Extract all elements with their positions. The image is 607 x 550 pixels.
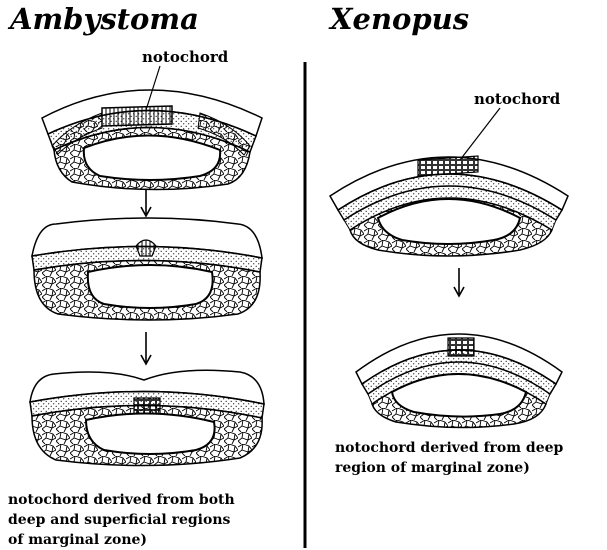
xenopus-arrow: [454, 268, 464, 296]
ambystoma-arrow-2: [141, 332, 151, 364]
xenopus-heading: Xenopus: [330, 2, 469, 36]
ambystoma-notochord-label: notochord: [142, 48, 228, 66]
ambystoma-embryo-stage-2: [32, 218, 262, 320]
ambystoma-caption-line-1: notochord derived from both: [8, 490, 235, 510]
ambystoma-caption-line-3: of marginal zone): [8, 530, 235, 550]
ambystoma-embryo-stage-3: [30, 370, 264, 465]
ambystoma-heading: Ambystoma: [10, 2, 199, 36]
xenopus-caption-line-1: notochord derived from deep: [335, 438, 563, 458]
ambystoma-arrow-1: [141, 190, 151, 216]
xenopus-embryo-stage-1: [330, 108, 568, 256]
xenopus-embryo-stage-2: [356, 334, 562, 428]
ambystoma-caption-line-2: deep and superficial regions: [8, 510, 235, 530]
xenopus-notochord-pointer: [460, 108, 500, 160]
ambystoma-embryo-stage-1: [42, 66, 262, 190]
xenopus-caption-line-2: region of marginal zone): [335, 458, 563, 478]
ambystoma-caption: notochord derived from both deep and sup…: [8, 490, 235, 550]
xenopus-caption: notochord derived from deep region of ma…: [335, 438, 563, 478]
xenopus-notochord-label: notochord: [474, 90, 560, 108]
